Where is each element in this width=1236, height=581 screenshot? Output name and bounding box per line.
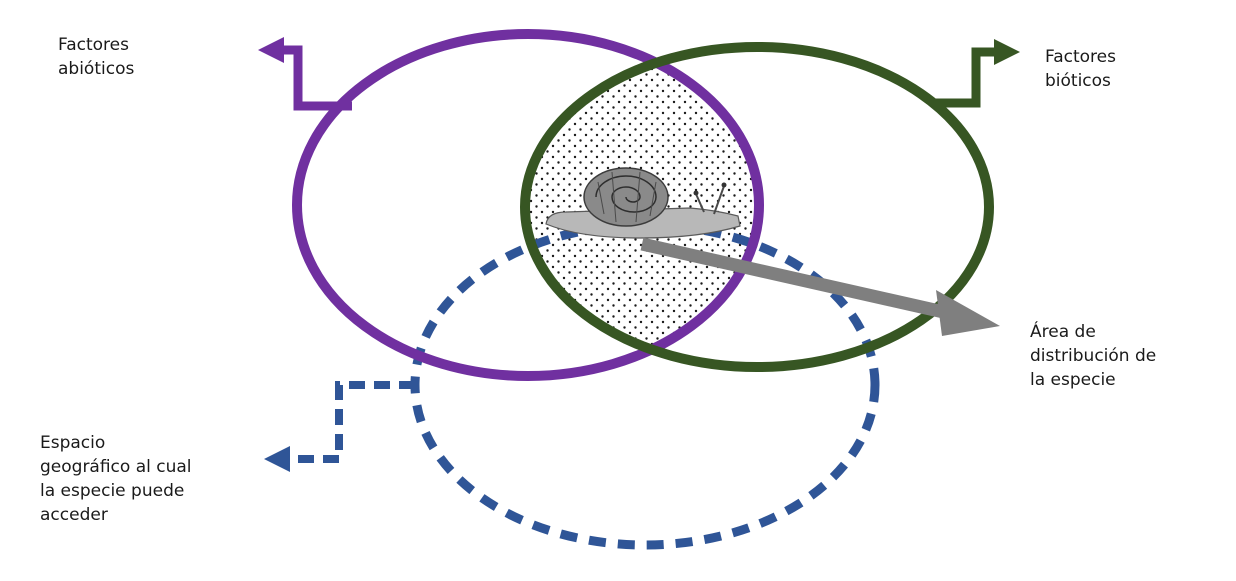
accessible-connector-arrow xyxy=(264,381,415,472)
accessible-space-label-line: geográfico al cual xyxy=(40,457,192,477)
distribution-arrow xyxy=(640,237,1000,336)
distribution-area-label-line: la especie xyxy=(1030,370,1116,390)
distribution-area-label-line: Área de xyxy=(1030,322,1096,342)
snail-icon xyxy=(545,167,741,239)
distribution-area-label-line: distribución de xyxy=(1030,346,1157,366)
abiotic-connector-arrow xyxy=(258,37,352,111)
accessible-space-label-line: la especie puede xyxy=(40,481,185,501)
distribution-area-label: Área de distribución de la especie xyxy=(1030,320,1156,392)
biotic-factors-label: Factores bióticos xyxy=(1045,45,1116,93)
biotic-factors-circle xyxy=(520,42,994,372)
accessible-space-label-line: Espacio xyxy=(40,433,106,453)
abiotic-factors-label-line: abióticos xyxy=(58,59,135,79)
biotic-factors-label-line: Factores xyxy=(1045,47,1116,67)
biotic-connector-arrow xyxy=(936,39,1020,108)
abiotic-factors-circle xyxy=(292,29,764,381)
abiotic-factors-label: Factores abióticos xyxy=(58,33,134,81)
biotic-factors-label-line: bióticos xyxy=(1045,71,1111,91)
abiotic-factors-label-line: Factores xyxy=(58,35,129,55)
accessible-space-label-line: acceder xyxy=(40,505,108,525)
accessible-space-label: Espacio geográfico al cual la especie pu… xyxy=(40,431,192,527)
